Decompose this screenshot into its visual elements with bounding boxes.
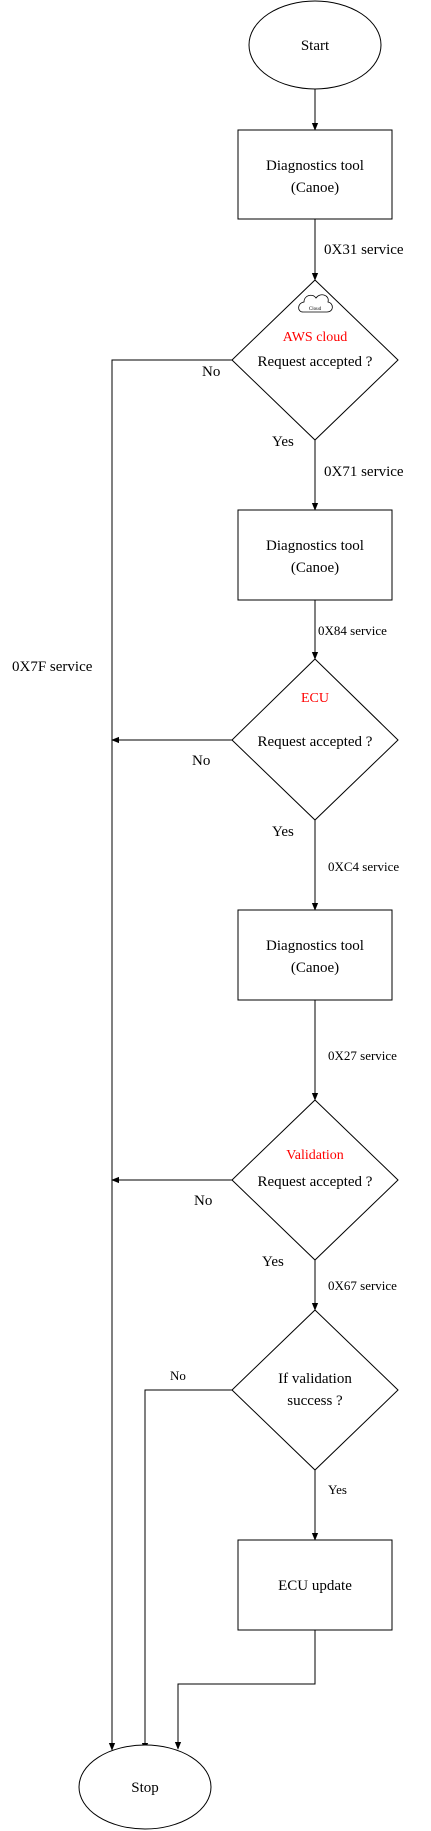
edge-label-0x31: 0X31 service bbox=[324, 242, 404, 258]
decision-4-line-1: If validation bbox=[278, 1371, 352, 1387]
edge-label-yes-2: Yes bbox=[272, 824, 294, 840]
edge-label-yes-3: Yes bbox=[262, 1254, 284, 1270]
stop-label: Stop bbox=[131, 1780, 159, 1796]
tool-2-line-1: Diagnostics tool bbox=[266, 538, 364, 554]
edge-label-no-1: No bbox=[202, 364, 220, 380]
decision-1-question: Request accepted ? bbox=[258, 354, 373, 370]
decision-3-tag: Validation bbox=[286, 1148, 344, 1163]
edge-label-no-4: No bbox=[170, 1368, 186, 1383]
tool-3-line-2: (Canoe) bbox=[291, 960, 339, 976]
ecu-update-label: ECU update bbox=[278, 1578, 352, 1594]
edge-label-no-3: No bbox=[194, 1193, 212, 1209]
start-label: Start bbox=[301, 38, 330, 54]
tool-1-line-2: (Canoe) bbox=[291, 180, 339, 196]
edge-label-yes-4: Yes bbox=[328, 1482, 347, 1497]
edge-label-0x71: 0X71 service bbox=[324, 464, 404, 480]
decision-validation-success bbox=[231, 1309, 399, 1471]
diagnostics-tool-box-1 bbox=[237, 129, 393, 220]
decision-4-line-2: success ? bbox=[287, 1393, 343, 1409]
tool-3-line-1: Diagnostics tool bbox=[266, 938, 364, 954]
edge-label-yes-1: Yes bbox=[272, 434, 294, 450]
cloud-icon-text: Cloud bbox=[309, 307, 322, 312]
diagnostics-tool-box-3 bbox=[237, 909, 393, 1001]
diagnostics-tool-box-2 bbox=[237, 509, 393, 601]
edge-label-0x27: 0X27 service bbox=[328, 1048, 397, 1063]
tool-1-line-1: Diagnostics tool bbox=[266, 158, 364, 174]
decision-2-question: Request accepted ? bbox=[258, 734, 373, 750]
edge-label-0xc4: 0XC4 service bbox=[328, 859, 399, 874]
edge-no-validation-success bbox=[141, 1389, 232, 1751]
decision-2-tag: ECU bbox=[301, 691, 329, 706]
decision-1-tag: AWS cloud bbox=[283, 330, 348, 345]
stop-node bbox=[78, 1744, 212, 1830]
edge-ecu-update-stop bbox=[174, 1630, 316, 1750]
ecu-update-box bbox=[237, 1539, 393, 1631]
cloud-icon: Cloud bbox=[298, 294, 333, 313]
edge-label-0x7f: 0X7F service bbox=[12, 659, 93, 675]
decision-3-question: Request accepted ? bbox=[258, 1174, 373, 1190]
tool-2-line-2: (Canoe) bbox=[291, 560, 339, 576]
edge-label-no-2: No bbox=[192, 753, 210, 769]
edge-no-aws-stop bbox=[108, 359, 232, 1751]
edge-label-0x67: 0X67 service bbox=[328, 1278, 397, 1293]
edge-label-0x84: 0X84 service bbox=[318, 623, 387, 638]
